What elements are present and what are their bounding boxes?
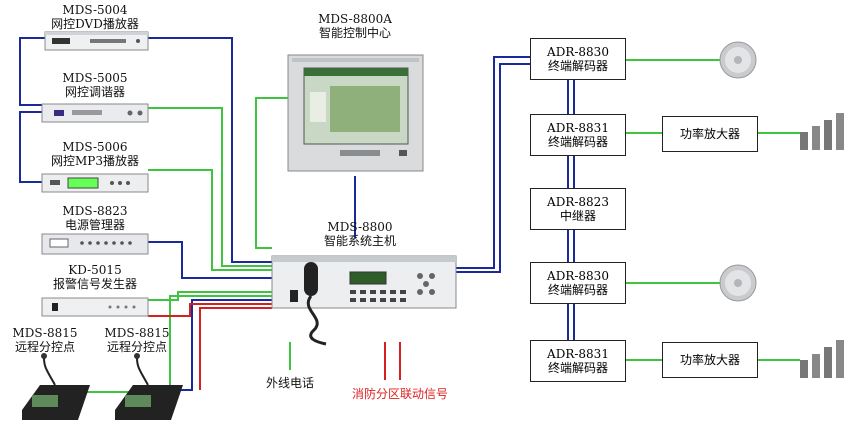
amplifier-1: 功率放大器 — [662, 116, 758, 152]
power-manager-device — [41, 233, 149, 255]
mp3-label: MDS-5006 网控MP3播放器 — [40, 140, 150, 168]
remote2-model: MDS-8815 — [104, 326, 170, 340]
alarm-generator-device — [41, 297, 149, 317]
power-label: MDS-8823 电源管理器 — [40, 204, 150, 232]
host-model: MDS-8800 — [327, 220, 393, 234]
terminal-4: ADR-8831 终端解码器 — [530, 340, 626, 382]
alarm-model: KD-5015 — [68, 263, 122, 277]
host-microphone — [304, 262, 327, 346]
ceiling-speaker-1 — [719, 41, 757, 79]
dvd-model: MDS-5004 — [62, 3, 128, 17]
alarm-name: 报警信号发生器 — [52, 277, 137, 291]
amplifier-2: 功率放大器 — [662, 342, 758, 378]
mp3-model: MDS-5006 — [62, 140, 128, 154]
repeater-model: ADR-8823 — [547, 195, 609, 209]
repeater: ADR-8823 中继器 — [530, 188, 626, 230]
host-label: MDS-8800 智能系统主机 — [300, 220, 420, 248]
terminal-4-model: ADR-8831 — [547, 347, 609, 361]
tuner-label: MDS-5005 网控调谐器 — [40, 71, 150, 99]
control-center-model: MDS-8800A — [318, 12, 392, 26]
mp3-player-device — [41, 173, 149, 193]
power-name: 电源管理器 — [64, 218, 125, 232]
terminal-4-name: 终端解码器 — [547, 361, 608, 375]
alarm-label: KD-5015 报警信号发生器 — [40, 263, 150, 291]
ceiling-speaker-2 — [719, 264, 757, 302]
column-speakers-1 — [800, 113, 844, 150]
control-center-unit — [287, 54, 424, 172]
terminal-1-name: 终端解码器 — [547, 59, 608, 73]
column-speakers-2 — [800, 340, 844, 378]
terminal-2: ADR-8831 终端解码器 — [530, 114, 626, 156]
host-unit — [271, 255, 457, 309]
remote1-label: MDS-8815 远程分控点 — [0, 326, 90, 354]
host-name: 智能系统主机 — [323, 234, 396, 248]
remote-station-2 — [115, 353, 183, 420]
terminal-2-model: ADR-8831 — [547, 121, 609, 135]
mp3-name: 网控MP3播放器 — [51, 154, 139, 168]
tuner-model: MDS-5005 — [62, 71, 128, 85]
dvd-label: MDS-5004 网控DVD播放器 — [40, 3, 150, 31]
dvd-player-device — [44, 31, 149, 51]
remote-station-1 — [22, 353, 90, 420]
remote2-label: MDS-8815 远程分控点 — [92, 326, 182, 354]
terminal-3-name: 终端解码器 — [547, 283, 608, 297]
tuner-device — [41, 103, 149, 123]
phone-label: 外线电话 — [265, 376, 314, 390]
remote1-name: 远程分控点 — [14, 340, 75, 354]
terminal-2-name: 终端解码器 — [547, 135, 608, 149]
repeater-name: 中继器 — [559, 209, 596, 223]
control-center-name: 智能控制中心 — [318, 26, 391, 40]
amplifier-1-name: 功率放大器 — [679, 127, 740, 141]
control-center-label: MDS-8800A 智能控制中心 — [295, 12, 415, 40]
power-model: MDS-8823 — [62, 204, 128, 218]
fire-signal-label: 消防分区联动信号 — [351, 387, 448, 401]
terminal-3-model: ADR-8830 — [547, 269, 609, 283]
remote2-name: 远程分控点 — [106, 340, 167, 354]
amplifier-2-name: 功率放大器 — [679, 353, 740, 367]
terminal-3: ADR-8830 终端解码器 — [530, 262, 626, 304]
terminal-1-model: ADR-8830 — [547, 45, 609, 59]
remote1-model: MDS-8815 — [12, 326, 78, 340]
terminal-1: ADR-8830 终端解码器 — [530, 38, 626, 80]
dvd-name: 网控DVD播放器 — [51, 17, 139, 31]
tuner-name: 网控调谐器 — [64, 85, 125, 99]
